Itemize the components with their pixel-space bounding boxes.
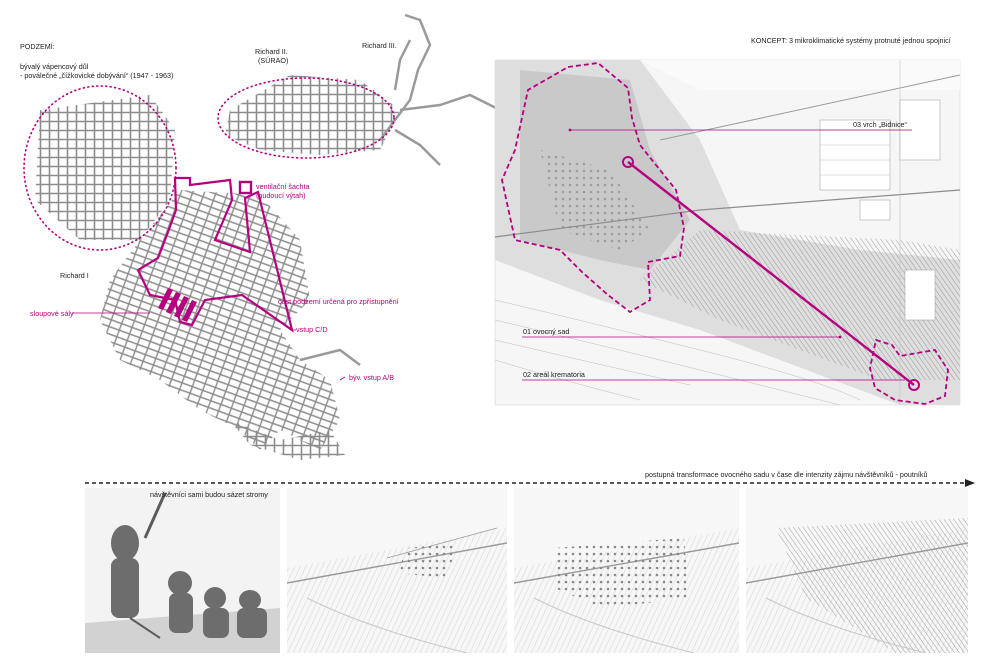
label-03-hill: 03 vrch „Bidnice“: [853, 120, 907, 129]
zone-02-outline: [869, 338, 949, 405]
orchard-transformation-stage-3: [746, 488, 968, 653]
label-02-crematorium: 02 areál krematoria: [523, 370, 585, 379]
label-richard-2-line-2: (SÚRAO): [258, 56, 289, 65]
visitors-planting-illustration: [85, 488, 280, 653]
connection-line: [627, 161, 915, 386]
gallery-network-richard-2: [225, 75, 400, 155]
timeline-caption: postupná transformace ovocného sadu v ča…: [645, 470, 928, 479]
visitors-caption: návštěvníci sami budou sázet stromy: [150, 490, 268, 499]
label-entrance-cd: vstup C/D: [296, 325, 328, 334]
label-richard-2-line-1: Richard II.: [255, 47, 288, 56]
label-ventilation-shaft-line-2: (budoucí výtah): [256, 191, 306, 200]
zone-03-outline: [501, 62, 685, 314]
gallery-network-left: [35, 95, 175, 240]
mine-description-line-2: - poválečné „čížkovické dobývání“ (1947 …: [20, 71, 174, 80]
richard-2-boundary-ellipse: [217, 77, 395, 159]
orchard-transformation-stage-2: [514, 488, 739, 653]
pillar-halls-marker: [158, 288, 197, 322]
label-01-orchard: 01 ovocný sad: [523, 327, 570, 336]
concept-map: [494, 59, 961, 406]
label-ventilation-shaft-line-1: ventilační šachta: [256, 182, 310, 191]
label-former-entrance-ab: býv. vstup A/B: [349, 373, 395, 382]
timeline-arrow: [85, 479, 975, 487]
accessible-area-outline: [136, 176, 294, 333]
tunnels-richard-3: [299, 13, 501, 366]
label-pillar-halls: sloupové sály: [30, 309, 74, 318]
orchard-transformation-stage-1: [287, 488, 507, 653]
mine-description-line-1: bývalý vápencový důl: [20, 62, 89, 71]
concept-heading: KONCEPT: 3 mikroklimatické systémy protn…: [751, 36, 951, 45]
leader-lines: [72, 312, 346, 381]
label-accessible-part: část podzemí určená pro zpřístupnění: [278, 297, 399, 306]
label-richard-1: Richard I: [60, 271, 89, 280]
ventilation-shaft-marker: [238, 180, 253, 195]
richard-1-boundary-ellipse: [23, 85, 177, 251]
underground-heading: PODZEMÍ:: [20, 42, 55, 51]
label-richard-3: Richard III.: [362, 41, 397, 50]
